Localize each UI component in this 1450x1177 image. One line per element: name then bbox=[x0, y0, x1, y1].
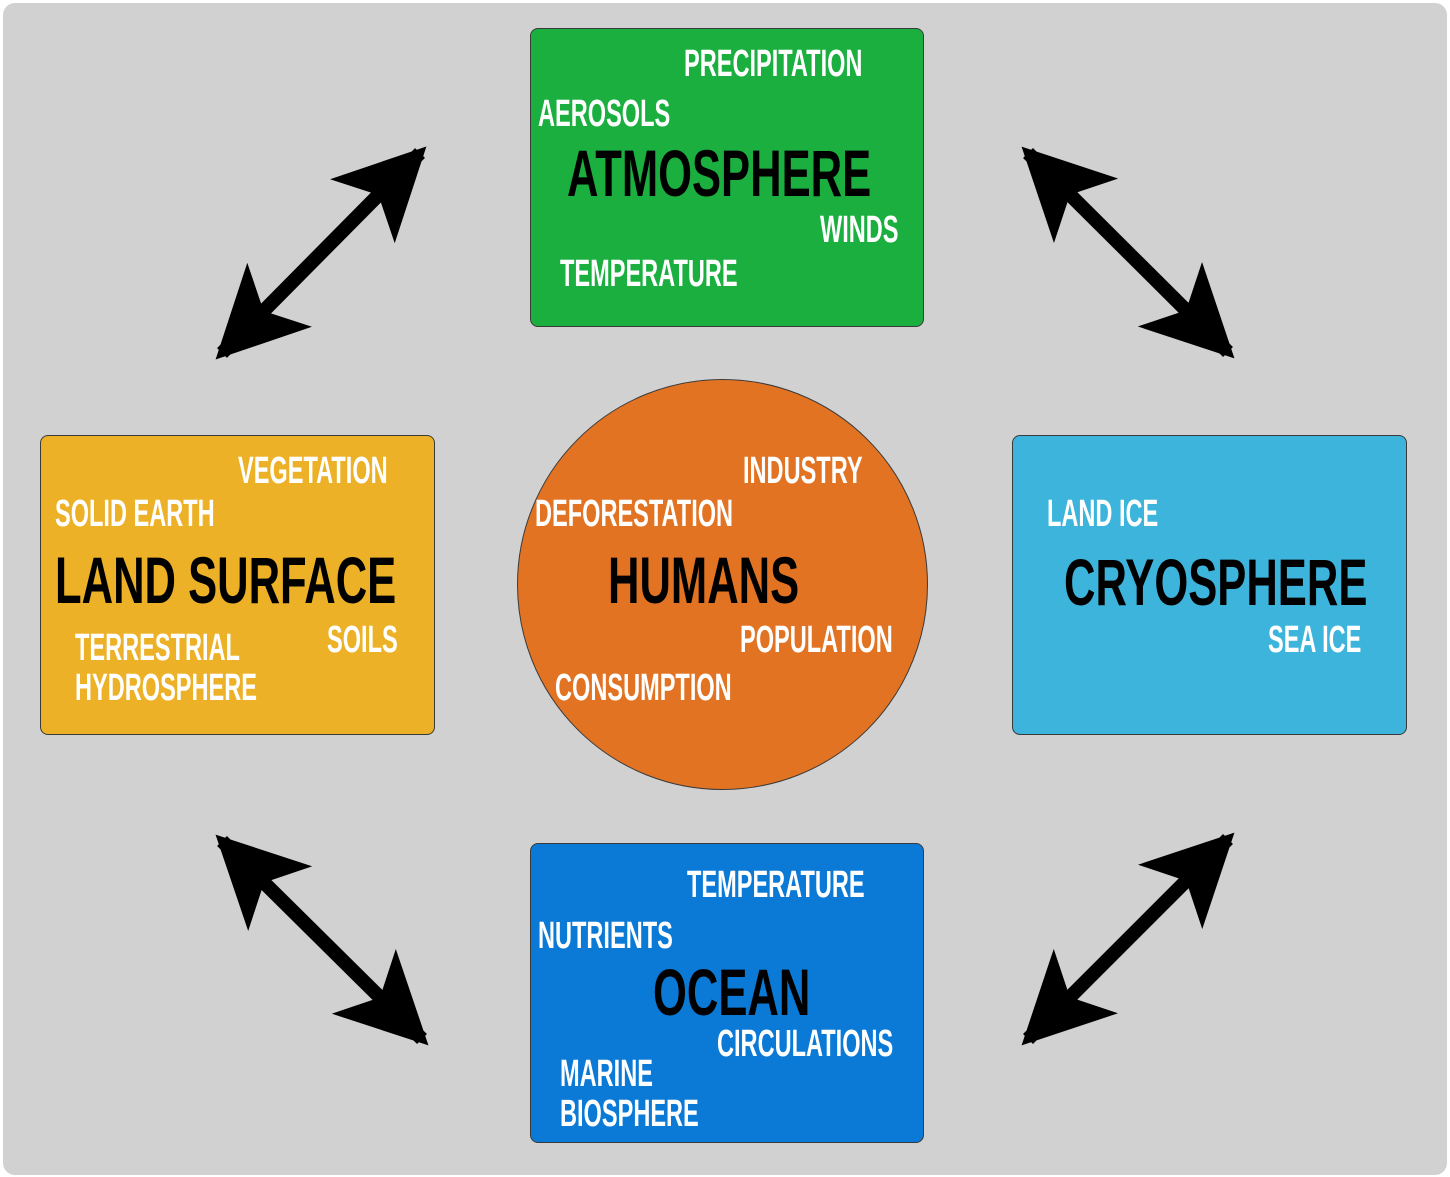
cryosphere-title: CRYOSPHERE bbox=[1064, 545, 1368, 619]
humans-item: POPULATION bbox=[740, 619, 893, 661]
atmosphere-item: PRECIPITATION bbox=[684, 43, 863, 85]
humans-item: INDUSTRY bbox=[743, 450, 863, 492]
ocean-box bbox=[530, 843, 924, 1143]
cryosphere-item: SEA ICE bbox=[1268, 619, 1362, 661]
atmosphere-box bbox=[530, 28, 924, 327]
land-surface-item: SOILS bbox=[327, 619, 398, 661]
arrow-atmosphere-cryosphere bbox=[1021, 146, 1235, 359]
ocean-item: CIRCULATIONS bbox=[717, 1023, 894, 1065]
atmosphere-item: TEMPERATURE bbox=[560, 253, 738, 295]
arrow-land-ocean bbox=[215, 834, 429, 1046]
humans-title: HUMANS bbox=[608, 543, 800, 617]
land-surface-box bbox=[40, 435, 435, 735]
ocean-item: TEMPERATURE bbox=[687, 864, 865, 906]
humans-item: DEFORESTATION bbox=[535, 493, 734, 535]
land-surface-item: SOLID EARTH bbox=[55, 493, 215, 535]
cryosphere-box bbox=[1012, 435, 1407, 735]
land-surface-item: VEGETATION bbox=[238, 450, 388, 492]
atmosphere-item: WINDS bbox=[820, 209, 899, 251]
land-surface-item: HYDROSPHERE bbox=[75, 667, 257, 709]
land-surface-title: LAND SURFACE bbox=[55, 543, 397, 617]
atmosphere-title: ATMOSPHERE bbox=[567, 136, 872, 210]
arrow-cryosphere-ocean bbox=[1021, 832, 1235, 1046]
ocean-title: OCEAN bbox=[653, 955, 811, 1029]
arrow-land-atmosphere bbox=[215, 146, 427, 360]
atmosphere-item: AEROSOLS bbox=[538, 93, 671, 135]
land-surface-item: TERRESTRIAL bbox=[75, 627, 240, 669]
ocean-item: NUTRIENTS bbox=[538, 915, 673, 957]
humans-circle bbox=[517, 379, 928, 790]
ocean-item: MARINE bbox=[560, 1053, 653, 1095]
ocean-item: BIOSPHERE bbox=[560, 1093, 699, 1135]
humans-item: CONSUMPTION bbox=[555, 667, 732, 709]
cryosphere-item: LAND ICE bbox=[1047, 493, 1159, 535]
